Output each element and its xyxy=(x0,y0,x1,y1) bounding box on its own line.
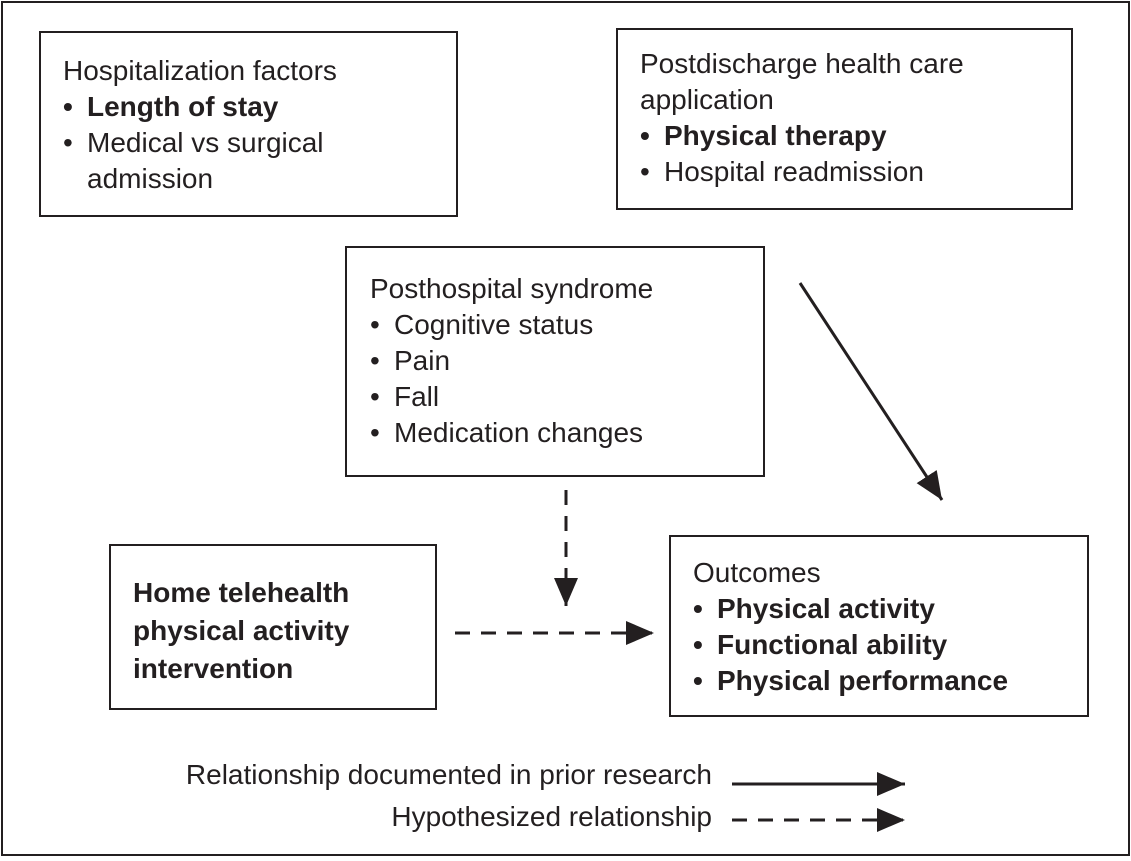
outcomes-box: Outcomes Physical activity Functional ab… xyxy=(669,535,1089,717)
list-item: Physical activity xyxy=(693,591,1087,627)
list-item: Physical performance xyxy=(693,663,1087,699)
hospitalization-list: Length of stay Medical vs surgical admiss… xyxy=(63,89,456,197)
postdischarge-title-line2: application xyxy=(640,84,774,115)
list-item-line: Medical vs surgical xyxy=(87,127,324,158)
postdischarge-title-line1: Postdischarge health care xyxy=(640,48,964,79)
postdischarge-box: Postdischarge health care application Ph… xyxy=(616,28,1073,210)
list-item: Pain xyxy=(370,343,763,379)
telehealth-line1: Home telehealth xyxy=(133,577,350,608)
telehealth-intervention-box: Home telehealth physical activity interv… xyxy=(109,544,437,710)
syndrome-title: Posthospital syndrome xyxy=(370,273,654,304)
syndrome-list: Cognitive status Pain Fall Medication ch… xyxy=(370,307,763,451)
list-item: Functional ability xyxy=(693,627,1087,663)
legend-solid-label: Relationship documented in prior researc… xyxy=(185,759,712,790)
outcomes-title: Outcomes xyxy=(693,557,821,588)
outcomes-list: Physical activity Functional ability Phy… xyxy=(693,591,1087,699)
list-item: Fall xyxy=(370,379,763,415)
list-item: Hospital readmission xyxy=(640,154,1071,190)
list-item: Length of stay xyxy=(63,89,456,125)
list-item: Physical therapy xyxy=(640,118,1071,154)
hospitalization-title: Hospitalization factors xyxy=(63,55,337,86)
solid-arrow-syndrome-to-outcomes xyxy=(798,282,944,501)
postdischarge-list: Physical therapy Hospital readmission xyxy=(640,118,1071,190)
list-item: Medication changes xyxy=(370,415,763,451)
list-item-line: admission xyxy=(87,163,214,194)
legend-dashed-label: Hypothesized relationship xyxy=(391,801,712,832)
list-item: Cognitive status xyxy=(370,307,763,343)
telehealth-line2: physical activity xyxy=(133,615,350,646)
posthospital-syndrome-box: Posthospital syndrome Cognitive status P… xyxy=(345,246,765,477)
list-item: Medical vs surgical admission xyxy=(63,125,456,197)
hospitalization-factors-box: Hospitalization factors Length of stay M… xyxy=(39,31,458,217)
telehealth-line3: intervention xyxy=(133,653,294,684)
